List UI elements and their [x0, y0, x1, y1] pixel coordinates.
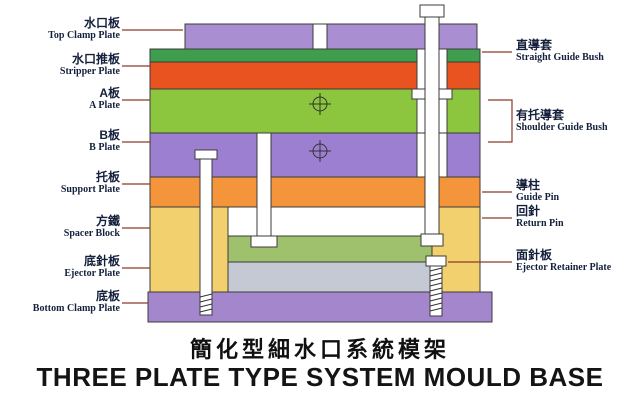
label-top-clamp-plate-zh: 水口板 — [83, 16, 120, 30]
return-pin-head-shape — [250, 235, 278, 248]
guide-pin-head-shape — [419, 4, 445, 18]
label-return-pin-en: Return Pin — [516, 218, 564, 230]
label-straight-guide-bush-en: Straight Guide Bush — [516, 52, 604, 64]
label-bottom-clamp-plate-en: Bottom Clamp Plate — [32, 303, 120, 315]
return-pin-shaft-shape — [256, 132, 272, 237]
label-a-plate: A板 A Plate — [89, 86, 120, 112]
label-ejector-retainer-plate-zh: 面針板 — [516, 248, 553, 262]
label-shoulder-guide-bush: 有托導套 Shoulder Guide Bush — [516, 108, 608, 134]
sprue-slot-shape — [312, 23, 328, 50]
crosshair-icon — [309, 140, 331, 162]
label-ejector-plate: 底針板 Ejector Plate — [64, 254, 120, 280]
spacer-block-left-shape — [149, 206, 229, 293]
label-straight-guide-bush: 直導套 Straight Guide Bush — [516, 38, 604, 64]
label-guide-pin-en: Guide Pin — [516, 192, 560, 204]
crosshair-icon — [309, 93, 331, 115]
label-spacer-block: 方鐵 Spacer Block — [64, 214, 120, 240]
label-spacer-block-en: Spacer Block — [63, 228, 120, 240]
label-return-pin: 回針 Return Pin — [516, 204, 564, 230]
label-support-plate-en: Support Plate — [60, 184, 120, 196]
label-spacer-block-zh: 方鐵 — [95, 214, 120, 228]
ejector-screw-thread-hatch — [429, 267, 443, 312]
label-bottom-clamp-plate: 底板 Bottom Clamp Plate — [33, 289, 120, 315]
label-support-plate-zh: 托板 — [95, 170, 120, 184]
ejector-screw-head-shape — [425, 255, 447, 267]
label-top-clamp-plate-en: Top Clamp Plate — [48, 30, 120, 42]
guide-pin-rod-shape — [424, 15, 440, 247]
label-ejector-plate-en: Ejector Plate — [64, 268, 120, 280]
label-stripper-plate-en: Stripper Plate — [59, 66, 120, 78]
label-shoulder-guide-bush-zh: 有托導套 — [516, 108, 565, 122]
label-top-clamp-plate: 水口板 Top Clamp Plate — [48, 16, 120, 42]
diagram-title-english: THREE PLATE TYPE SYSTEM MOULD BASE — [36, 362, 604, 392]
label-ejector-retainer-plate: 面針板 Ejector Retainer Plate — [516, 248, 611, 274]
label-a-plate-en: A Plate — [89, 100, 120, 112]
label-stripper-plate-zh: 水口推板 — [71, 52, 120, 66]
bracket-shoulder-guide-bush — [488, 99, 513, 143]
label-shoulder-guide-bush-en: Shoulder Guide Bush — [516, 122, 608, 134]
label-b-plate-en: B Plate — [89, 142, 120, 154]
label-straight-guide-bush-zh: 直導套 — [516, 38, 553, 52]
label-b-plate-zh: B板 — [99, 128, 120, 142]
label-a-plate-zh: A板 — [99, 86, 120, 100]
support-screw-head-shape — [194, 149, 218, 160]
label-support-plate: 托板 Support Plate — [61, 170, 120, 196]
label-ejector-plate-zh: 底針板 — [83, 254, 120, 268]
label-ejector-retainer-plate-en: Ejector Retainer Plate — [516, 262, 612, 274]
label-return-pin-zh: 回針 — [516, 204, 541, 218]
label-guide-pin-zh: 導柱 — [516, 178, 541, 192]
ejector-plate-shape — [227, 261, 433, 293]
diagram-title-chinese: 簡化型細水口系統模架 — [189, 337, 450, 362]
label-bottom-clamp-plate-zh: 底板 — [95, 289, 120, 303]
label-stripper-plate: 水口推板 Stripper Plate — [60, 52, 120, 78]
support-screw-shaft-shape — [199, 158, 213, 316]
label-guide-pin: 導柱 Guide Pin — [516, 178, 559, 204]
support-screw-thread-hatch — [199, 293, 213, 313]
label-b-plate: B板 B Plate — [89, 128, 120, 154]
guide-pin-nut-shape — [420, 233, 444, 247]
